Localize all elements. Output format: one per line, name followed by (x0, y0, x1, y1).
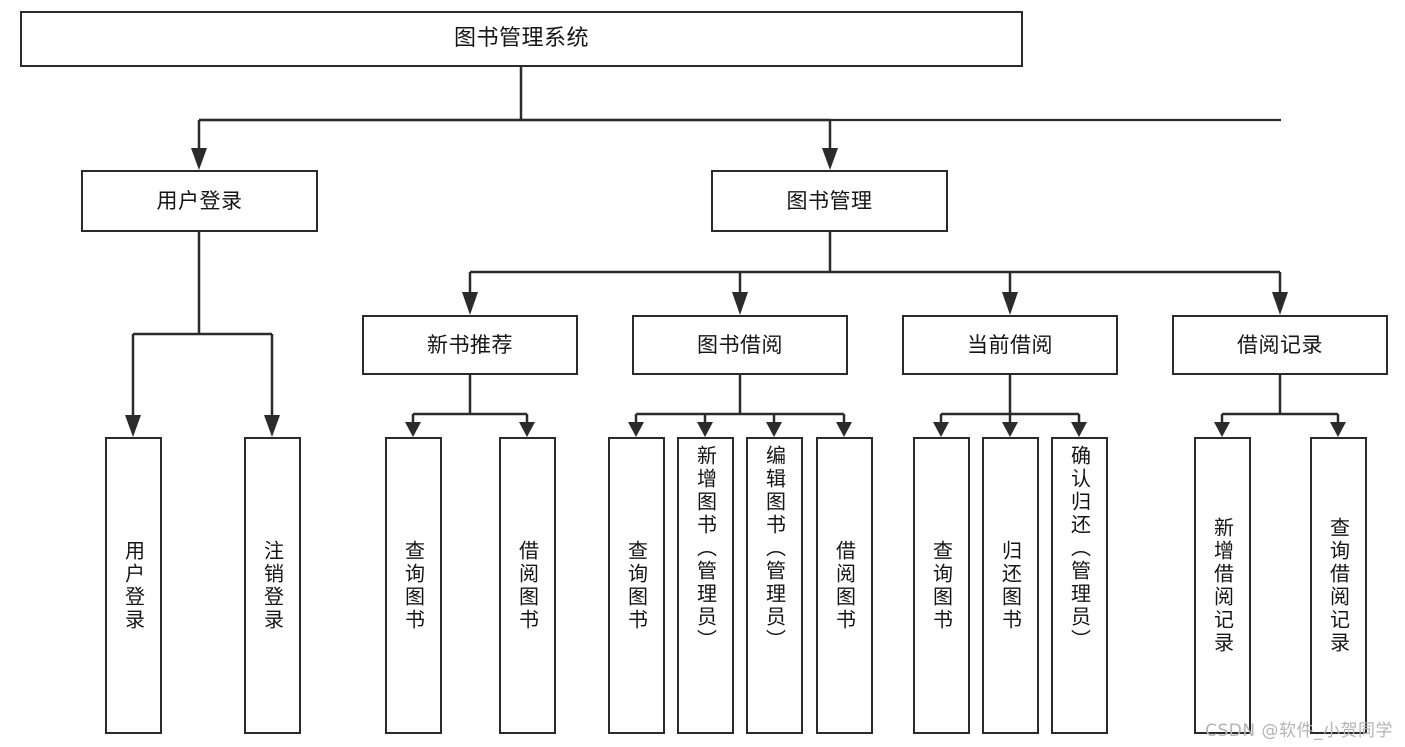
node-root-system[interactable]: 图书管理系统 (20, 11, 1023, 67)
node-label: 图书管理 (786, 188, 873, 213)
leaf-query-book-current[interactable]: 查询图书 (913, 437, 970, 734)
leaf-label: 借阅图书 (832, 539, 857, 632)
leaf-label: 查询图书 (929, 539, 954, 632)
leaf-add-book-admin[interactable]: 新增图书（管理员） (677, 437, 734, 734)
leaf-label: 借阅图书 (515, 539, 540, 632)
node-new-book-recommend[interactable]: 新书推荐 (362, 315, 578, 375)
node-label: 借阅记录 (1237, 332, 1323, 357)
leaf-label: 用户登录 (121, 539, 146, 632)
leaf-label: 查询图书 (624, 539, 649, 632)
leaf-label: 确认归还（管理员） (1067, 445, 1092, 652)
node-label: 用户登录 (156, 188, 243, 213)
leaf-user-login[interactable]: 用户登录 (105, 437, 162, 734)
leaf-label: 查询图书 (401, 539, 426, 632)
leaf-return-book[interactable]: 归还图书 (982, 437, 1039, 734)
node-label: 图书管理系统 (453, 26, 589, 52)
leaf-borrow-book-recommend[interactable]: 借阅图书 (499, 437, 556, 734)
watermark: CSDN @软件_小贺同学 (1205, 721, 1393, 741)
node-book-management[interactable]: 图书管理 (711, 170, 948, 232)
leaf-label: 查询借阅记录 (1326, 516, 1351, 655)
leaf-label: 新增借阅记录 (1210, 516, 1235, 655)
node-borrow-record[interactable]: 借阅记录 (1172, 315, 1388, 375)
node-label: 当前借阅 (967, 332, 1053, 357)
leaf-add-borrow-record[interactable]: 新增借阅记录 (1194, 437, 1251, 734)
leaf-logout[interactable]: 注销登录 (244, 437, 301, 734)
node-label: 新书推荐 (427, 332, 513, 357)
leaf-query-book-borrow[interactable]: 查询图书 (608, 437, 665, 734)
node-book-borrow[interactable]: 图书借阅 (632, 315, 848, 375)
leaf-query-book-recommend[interactable]: 查询图书 (385, 437, 442, 734)
leaf-borrow-book[interactable]: 借阅图书 (816, 437, 873, 734)
node-current-borrow[interactable]: 当前借阅 (902, 315, 1118, 375)
leaf-label: 归还图书 (998, 539, 1023, 632)
node-label: 图书借阅 (697, 332, 783, 357)
node-user-login[interactable]: 用户登录 (81, 170, 318, 232)
leaf-query-borrow-record[interactable]: 查询借阅记录 (1310, 437, 1367, 734)
leaf-label: 注销登录 (260, 539, 285, 632)
leaf-edit-book-admin[interactable]: 编辑图书（管理员） (746, 437, 803, 734)
leaf-label: 新增图书（管理员） (693, 445, 718, 652)
leaf-confirm-return-admin[interactable]: 确认归还（管理员） (1051, 437, 1108, 734)
leaf-label: 编辑图书（管理员） (762, 445, 787, 652)
